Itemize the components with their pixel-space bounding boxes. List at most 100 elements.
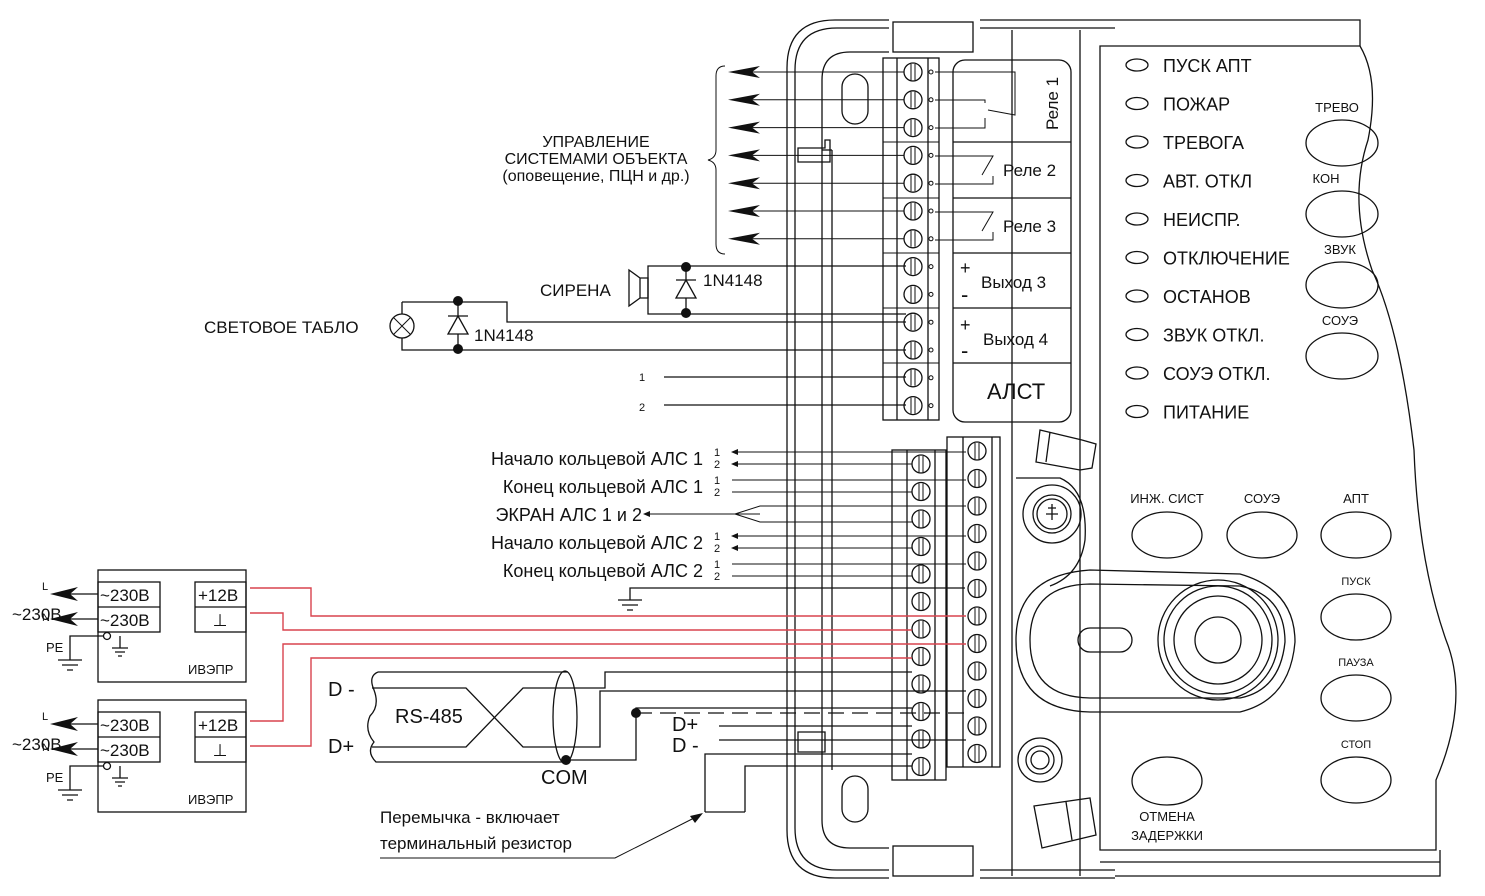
panel-button[interactable]: СТОП bbox=[1320, 739, 1392, 804]
module-name: АЛСТ bbox=[987, 379, 1045, 404]
lower-terminal-block-left bbox=[891, 449, 947, 781]
relay-group-title-3: (оповещение, ПЦН и др.) bbox=[502, 168, 689, 185]
indicator-led: ПИТАНИЕ bbox=[1125, 403, 1249, 423]
indicator-label: ОТКЛЮЧЕНИЕ bbox=[1163, 249, 1290, 269]
output-3-label: Выход 3 bbox=[981, 273, 1046, 292]
light-board-label: СВЕТОВОЕ ТАБЛО bbox=[204, 318, 359, 337]
arrow-icon bbox=[728, 66, 760, 78]
psu-ac-in-1: ~230В bbox=[100, 586, 150, 605]
button-label: АПТ bbox=[1343, 491, 1369, 506]
indicator-led: ТРЕВОГА bbox=[1125, 133, 1244, 153]
output-4-minus: - bbox=[961, 338, 968, 363]
terminal-screw[interactable] bbox=[903, 62, 923, 82]
indicator-label: СОУЭ ОТКЛ. bbox=[1163, 364, 1270, 384]
terminal-screw[interactable] bbox=[903, 368, 923, 388]
terminal-screw[interactable] bbox=[911, 619, 931, 639]
aux-line-2-label: 2 bbox=[639, 402, 645, 414]
terminal-screw[interactable] bbox=[903, 201, 923, 221]
indicator-label: НЕИСПР. bbox=[1163, 210, 1240, 230]
terminal-screw[interactable] bbox=[967, 551, 987, 571]
terminal-screw[interactable] bbox=[903, 173, 923, 193]
indicator-label: АВТ. ОТКЛ bbox=[1163, 172, 1252, 192]
terminal-screw[interactable] bbox=[911, 481, 931, 502]
terminal-d-minus: D - bbox=[672, 735, 699, 757]
terminal-screw[interactable] bbox=[911, 701, 931, 722]
button-label: СОУЭ bbox=[1322, 313, 1358, 328]
loop-label: Начало кольцевой АЛС 1 bbox=[491, 449, 703, 469]
psu-name: ИВЭПР bbox=[188, 792, 233, 807]
psu-mains-label: ~230В bbox=[12, 605, 62, 624]
siren-icon bbox=[628, 268, 649, 308]
terminal-screw[interactable] bbox=[967, 578, 987, 599]
terminal-screw[interactable] bbox=[903, 90, 923, 110]
button-label: ПУСК bbox=[1341, 576, 1371, 588]
ground-symbol bbox=[618, 587, 965, 611]
terminal-screw[interactable] bbox=[967, 606, 987, 626]
terminal-screw[interactable] bbox=[911, 509, 931, 529]
indicator-led: ПУСК АПТ bbox=[1125, 56, 1252, 76]
cancel-delay-button[interactable]: ОТМЕНА ЗАДЕРЖКИ bbox=[1131, 756, 1203, 843]
terminal-screw[interactable] bbox=[911, 454, 931, 474]
panel-button[interactable]: СОУЭ bbox=[1226, 491, 1298, 559]
terminal-screw[interactable] bbox=[967, 496, 987, 516]
terminal-screw[interactable] bbox=[903, 256, 923, 277]
output-4-label: Выход 4 bbox=[983, 330, 1048, 349]
psu-l-label: L bbox=[42, 581, 48, 593]
terminal-screw[interactable] bbox=[967, 441, 987, 461]
small-stud bbox=[1017, 737, 1063, 783]
panel-button[interactable]: ИНЖ. СИСТ bbox=[1130, 491, 1204, 559]
terminal-screw[interactable] bbox=[903, 340, 923, 360]
terminal-screw[interactable] bbox=[903, 312, 923, 332]
terminal-screw[interactable] bbox=[903, 145, 923, 166]
terminal-screw[interactable] bbox=[911, 591, 931, 612]
terminal-screw[interactable] bbox=[967, 523, 987, 544]
indicator-led: ОСТАНОВ bbox=[1125, 287, 1251, 307]
terminal-screw[interactable] bbox=[967, 468, 987, 489]
indicator-led: НЕИСПР. bbox=[1125, 210, 1240, 230]
button-label: ИНЖ. СИСТ bbox=[1130, 491, 1204, 506]
relay-3-label: Реле 3 bbox=[1003, 217, 1056, 236]
relay-2-label: Реле 2 bbox=[1003, 161, 1056, 180]
panel-button[interactable]: СОУЭ bbox=[1305, 313, 1379, 380]
power-wires bbox=[250, 587, 966, 747]
diode-siren bbox=[674, 267, 698, 313]
terminal-screw[interactable] bbox=[903, 395, 923, 416]
buzzer bbox=[1015, 569, 1296, 713]
relay-group-title-1: УПРАВЛЕНИЕ bbox=[542, 134, 649, 151]
panel-button[interactable]: ТРЕВО bbox=[1305, 100, 1379, 167]
jumper-note-line2: терминальный резистор bbox=[380, 834, 572, 853]
terminal-screw[interactable] bbox=[967, 661, 987, 681]
terminal-screw[interactable] bbox=[911, 564, 931, 584]
panel-button[interactable]: ЗВУК bbox=[1305, 242, 1379, 309]
arrow-icon bbox=[728, 121, 760, 134]
panel-button[interactable]: ПУСК bbox=[1320, 576, 1392, 641]
mounting-screw bbox=[1022, 484, 1082, 544]
psu-l-label: L bbox=[42, 711, 48, 723]
panel-button[interactable]: ПАУЗА bbox=[1320, 657, 1392, 722]
button-label: ТРЕВО bbox=[1315, 100, 1359, 115]
terminal-screw[interactable] bbox=[967, 633, 987, 654]
terminal-screw[interactable] bbox=[911, 729, 931, 749]
panel-button[interactable]: КОН bbox=[1305, 171, 1379, 238]
terminal-screw[interactable] bbox=[903, 229, 923, 249]
panel-button[interactable]: АПТ bbox=[1320, 491, 1392, 559]
light-board-diode-label: 1N4148 bbox=[474, 326, 534, 345]
button-label: СТОП bbox=[1341, 739, 1371, 751]
terminal-screw[interactable] bbox=[967, 688, 987, 709]
terminal-screw[interactable] bbox=[903, 117, 923, 138]
terminal-screw[interactable] bbox=[911, 536, 931, 557]
pin-label: 1 bbox=[714, 559, 720, 571]
terminal-screw[interactable] bbox=[967, 743, 987, 764]
pin-label: 2 bbox=[714, 543, 720, 555]
terminal-screw[interactable] bbox=[911, 756, 931, 777]
pin-label: 1 bbox=[714, 531, 720, 543]
siren-label: СИРЕНА bbox=[540, 281, 611, 300]
terminal-screw[interactable] bbox=[911, 674, 931, 694]
indicator-label: ТРЕВОГА bbox=[1163, 133, 1244, 153]
terminal-screw[interactable] bbox=[903, 284, 923, 305]
indicator-label: ПИТАНИЕ bbox=[1163, 403, 1249, 423]
terminal-screw[interactable] bbox=[967, 716, 987, 736]
terminal-screw[interactable] bbox=[911, 646, 931, 667]
